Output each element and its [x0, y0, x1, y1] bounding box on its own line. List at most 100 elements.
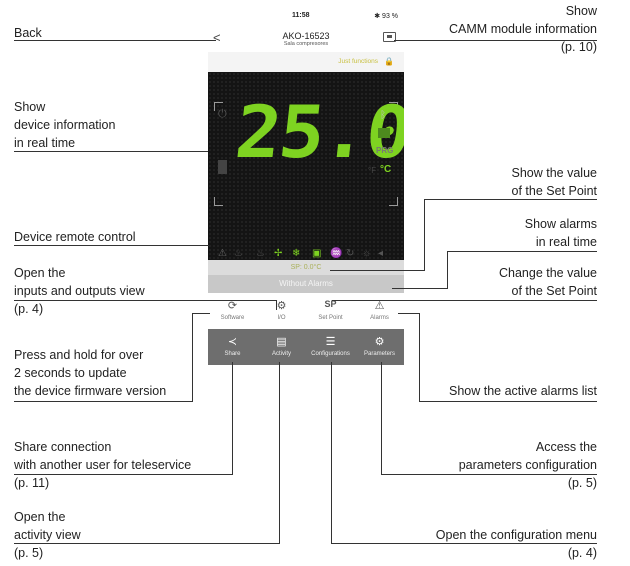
tab-configurations[interactable]: ☰ Configurations [306, 329, 355, 365]
leader-line [419, 401, 597, 402]
leader-line [424, 199, 597, 200]
prg-indicator: PRG [376, 146, 394, 155]
leader-line [330, 270, 425, 271]
leader-line [424, 199, 425, 270]
title-bar: < AKO-16523 Sala compresores [208, 24, 404, 50]
annotation-text: with another user for teleservice [14, 458, 192, 472]
frame-corner [389, 197, 398, 206]
tab-activity[interactable]: ▤ Activity [257, 329, 306, 365]
camm-info-icon[interactable] [383, 32, 396, 42]
annotation-show-setpoint: Show the value of the Set Point [512, 164, 597, 200]
annotation-text: the device firmware version [14, 384, 167, 398]
unit-c-indicator: °C [380, 164, 392, 175]
status-bar: 11:58 ✱ 93 % [208, 8, 404, 24]
tab-set-point[interactable]: SP Set Point [306, 293, 355, 329]
share-icon: ≺ [227, 336, 238, 348]
leader-line [392, 288, 448, 289]
door-indicator [218, 160, 227, 174]
snowflake-icon: ❄ [292, 248, 301, 259]
annotation-text: Back [14, 26, 42, 40]
tab-software[interactable]: ⟳ Software [208, 293, 257, 329]
annotation-text: Open the [14, 266, 66, 280]
annotation-device-info: Show device information in real time [14, 98, 115, 152]
leader-line [192, 313, 210, 314]
device-location: Sala compresores [283, 41, 329, 47]
annotation-text: Show the value [511, 166, 597, 180]
device-name: AKO-16523 [282, 31, 330, 41]
tab-label: Set Point [318, 315, 343, 321]
tab-io[interactable]: ⚙ I/O [257, 293, 306, 329]
annotation-text: (p. 5) [567, 476, 597, 490]
leader-line [447, 251, 597, 252]
annotation-text: device information [14, 118, 116, 132]
annotation-text: inputs and outputs view [14, 284, 145, 298]
heating-icon: ♒ [330, 248, 343, 259]
compressor-icon: ♨ [234, 248, 243, 259]
annotation-text: Show [14, 100, 46, 114]
bluetooth-icon: ᛒ [380, 110, 386, 121]
annotation-text: of the Set Point [511, 184, 597, 198]
annotation-open-io: Open the inputs and outputs view (p. 4) [14, 264, 145, 318]
leader-line [447, 251, 448, 289]
annotation-back: Back [14, 24, 42, 42]
annotation-text: Press and hold for over [14, 348, 144, 362]
annotation-text: Open the configuration menu [435, 528, 597, 542]
leader-line [276, 300, 277, 310]
leader-line [381, 362, 382, 475]
leader-line [14, 474, 232, 475]
annotation-text: Open the [14, 510, 66, 524]
annotation-share: Share connection with another user for t… [14, 438, 191, 492]
leader-line [192, 313, 193, 402]
tab-share[interactable]: ≺ Share [208, 329, 257, 365]
annotation-config: Open the configuration menu (p. 4) [436, 526, 597, 562]
annotation-text: parameters configuration [458, 458, 597, 472]
device-display: ⏻ 25.0 ᛒ PRG °F °C ⚠ ♨ ♨ ✢ ❄ ▣ ♒ ↻ ☼ ◂ ⏻… [208, 72, 404, 306]
annotation-text: Change the value [499, 266, 597, 280]
tab-label: Software [220, 315, 245, 321]
just-functions-bar: Just functions 🔒 [208, 52, 404, 72]
tab-label: Alarms [370, 315, 389, 321]
camm-indicator [378, 128, 390, 138]
battery-indicator: ✱ 93 % [374, 13, 398, 20]
leader-line [331, 543, 597, 544]
annotation-active-alarms: Show the active alarms list [449, 382, 597, 400]
annotation-press-hold: Press and hold for over 2 seconds to upd… [14, 346, 166, 400]
cooling-icon: ▣ [312, 248, 322, 259]
annotation-text: in real time [14, 136, 76, 150]
tab-alarms[interactable]: ⚠ Alarms [355, 293, 404, 329]
annotation-text: Share connection [14, 440, 112, 454]
refresh-icon: ⟳ [227, 300, 238, 312]
annotation-show-alarms: Show alarms in real time [525, 215, 597, 251]
tab-label: I/O [277, 315, 286, 321]
back-button[interactable]: < [213, 30, 221, 45]
tab-parameters[interactable]: ⚙ Parameters [355, 329, 404, 365]
annotation-text: (p. 4) [567, 546, 597, 560]
annotation-text: Show [565, 4, 597, 18]
annotation-text: in real time [535, 235, 597, 249]
gear-icon: ⚙ [374, 336, 385, 348]
annotation-text: (p. 10) [560, 40, 597, 54]
just-functions-label: Just functions [338, 58, 378, 65]
standby-icon: ⏻ [218, 108, 227, 120]
io-icon: ⚙ [276, 300, 287, 312]
annotation-params: Access the parameters configuration (p. … [459, 438, 597, 492]
annotation-text: Access the [535, 440, 597, 454]
lock-icon[interactable]: 🔒 [384, 57, 394, 66]
frame-corner [389, 102, 398, 111]
leader-line [14, 151, 208, 152]
leader-line [398, 313, 420, 314]
annotation-text: Show alarms [524, 217, 597, 231]
unit-f-indicator: °F [368, 166, 377, 175]
leader-line [394, 40, 597, 41]
leader-line [419, 313, 420, 402]
defrost-icon: ♨ [256, 248, 265, 259]
fan-icon: ✢ [274, 248, 283, 259]
cycle-icon: ↻ [346, 248, 355, 259]
annotation-text: of the Set Point [511, 284, 597, 298]
tab-label: Share [224, 351, 241, 357]
leader-line [14, 300, 276, 301]
sp-icon: SP [324, 299, 337, 309]
tab-label: Configurations [311, 351, 350, 357]
display-frame [214, 102, 398, 206]
annotation-text: 2 seconds to update [14, 366, 127, 380]
